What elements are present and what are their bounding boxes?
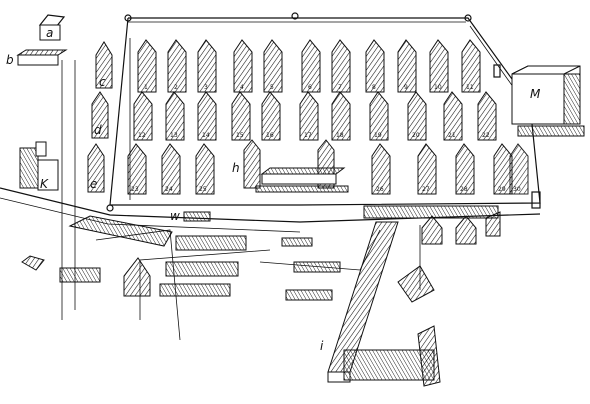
svg-text:18: 18 (336, 132, 344, 139)
building-c: c (95, 41, 113, 89)
label-k: K (40, 177, 49, 191)
label-m: M (530, 87, 541, 101)
building-b: b (6, 49, 68, 67)
barracks-row-3: 23 24 25 26 27 28 29 30 (127, 143, 529, 195)
barrack-15: 15 (231, 91, 251, 141)
barrack-13: 13 (165, 91, 185, 141)
building-w: w (170, 209, 211, 223)
building-a: a (38, 14, 66, 41)
barrack-11: 11 (461, 39, 481, 93)
svg-text:20: 20 (412, 132, 420, 139)
barrack-8: 8 (365, 39, 385, 93)
barrack-16: 16 (261, 91, 281, 141)
svg-text:23: 23 (131, 186, 139, 193)
svg-text:7: 7 (338, 84, 342, 91)
barrack-19: 19 (369, 91, 389, 141)
svg-text:4: 4 (240, 84, 244, 91)
barrack-5: 5 (263, 39, 283, 93)
barrack-22: 22 (477, 91, 497, 141)
gate-buildings (363, 205, 501, 245)
barrack-26: 26 (371, 143, 391, 195)
building-k: K (19, 141, 59, 191)
svg-text:12: 12 (138, 132, 146, 139)
svg-text:19: 19 (374, 132, 382, 139)
building-e: e (87, 143, 105, 193)
barrack-3: 3 (197, 39, 217, 93)
barrack-1: 1 (137, 39, 157, 93)
svg-text:27: 27 (422, 186, 430, 193)
barrack-20: 20 (407, 91, 427, 141)
svg-text:29: 29 (498, 186, 506, 193)
building-d: d (91, 91, 109, 139)
label-w: w (170, 209, 180, 223)
svg-text:10: 10 (434, 84, 442, 91)
svg-text:9: 9 (404, 84, 408, 91)
barrack-18: 18 (331, 91, 351, 141)
barrack-2: 2 (167, 39, 187, 93)
svg-text:13: 13 (170, 132, 178, 139)
barrack-30: 30 (509, 143, 529, 195)
svg-text:15: 15 (236, 132, 244, 139)
label-i: i (320, 339, 324, 353)
barrack-4: 4 (233, 39, 253, 93)
label-c: c (99, 75, 106, 89)
barrack-25: 25 (195, 143, 215, 195)
svg-text:8: 8 (372, 84, 376, 91)
perimeter-fence (106, 12, 541, 212)
barrack-24: 24 (161, 143, 181, 195)
fence-posts (106, 12, 541, 212)
barrack-28: 28 (455, 143, 475, 195)
barrack-29: 29 (493, 143, 513, 195)
barrack-9: 9 (397, 39, 417, 93)
building-h: h (232, 139, 349, 193)
barrack-6: 6 (301, 39, 321, 93)
svg-text:3: 3 (204, 84, 208, 91)
svg-text:6: 6 (308, 84, 312, 91)
label-a: a (46, 26, 53, 40)
label-b: b (6, 53, 14, 67)
barrack-12: 12 (133, 91, 153, 141)
svg-text:14: 14 (202, 132, 210, 139)
label-h: h (232, 161, 240, 175)
svg-text:11: 11 (466, 84, 474, 91)
building-i: i (320, 221, 441, 387)
svg-text:5: 5 (270, 84, 274, 91)
label-d: d (94, 123, 102, 137)
barrack-7: 7 (331, 39, 351, 93)
svg-text:2: 2 (174, 84, 178, 91)
left-outbuildings: a b c d e K (6, 14, 113, 193)
svg-text:25: 25 (199, 186, 207, 193)
svg-text:30: 30 (513, 186, 521, 193)
svg-text:24: 24 (165, 186, 173, 193)
svg-text:28: 28 (460, 186, 468, 193)
barrack-17: 17 (299, 91, 319, 141)
svg-text:21: 21 (448, 132, 456, 139)
long-road-building (68, 215, 173, 247)
label-e: e (90, 177, 97, 191)
barrack-10: 10 (429, 39, 449, 93)
barrack-14: 14 (197, 91, 217, 141)
barracks-row-2: 12 13 14 15 16 17 18 19 20 21 22 (133, 91, 497, 141)
outer-buildings-lower-left (21, 235, 341, 301)
barrack-23: 23 (127, 143, 147, 195)
svg-text:26: 26 (376, 186, 384, 193)
barrack-27: 27 (417, 143, 437, 195)
barrack-21: 21 (443, 91, 463, 141)
svg-text:1: 1 (144, 84, 148, 91)
barracks-row-1: 1 2 3 4 5 6 7 8 9 10 11 (137, 39, 481, 93)
svg-text:16: 16 (266, 132, 274, 139)
svg-text:17: 17 (304, 132, 312, 139)
svg-text:22: 22 (482, 132, 490, 139)
building-m: M (511, 65, 585, 137)
